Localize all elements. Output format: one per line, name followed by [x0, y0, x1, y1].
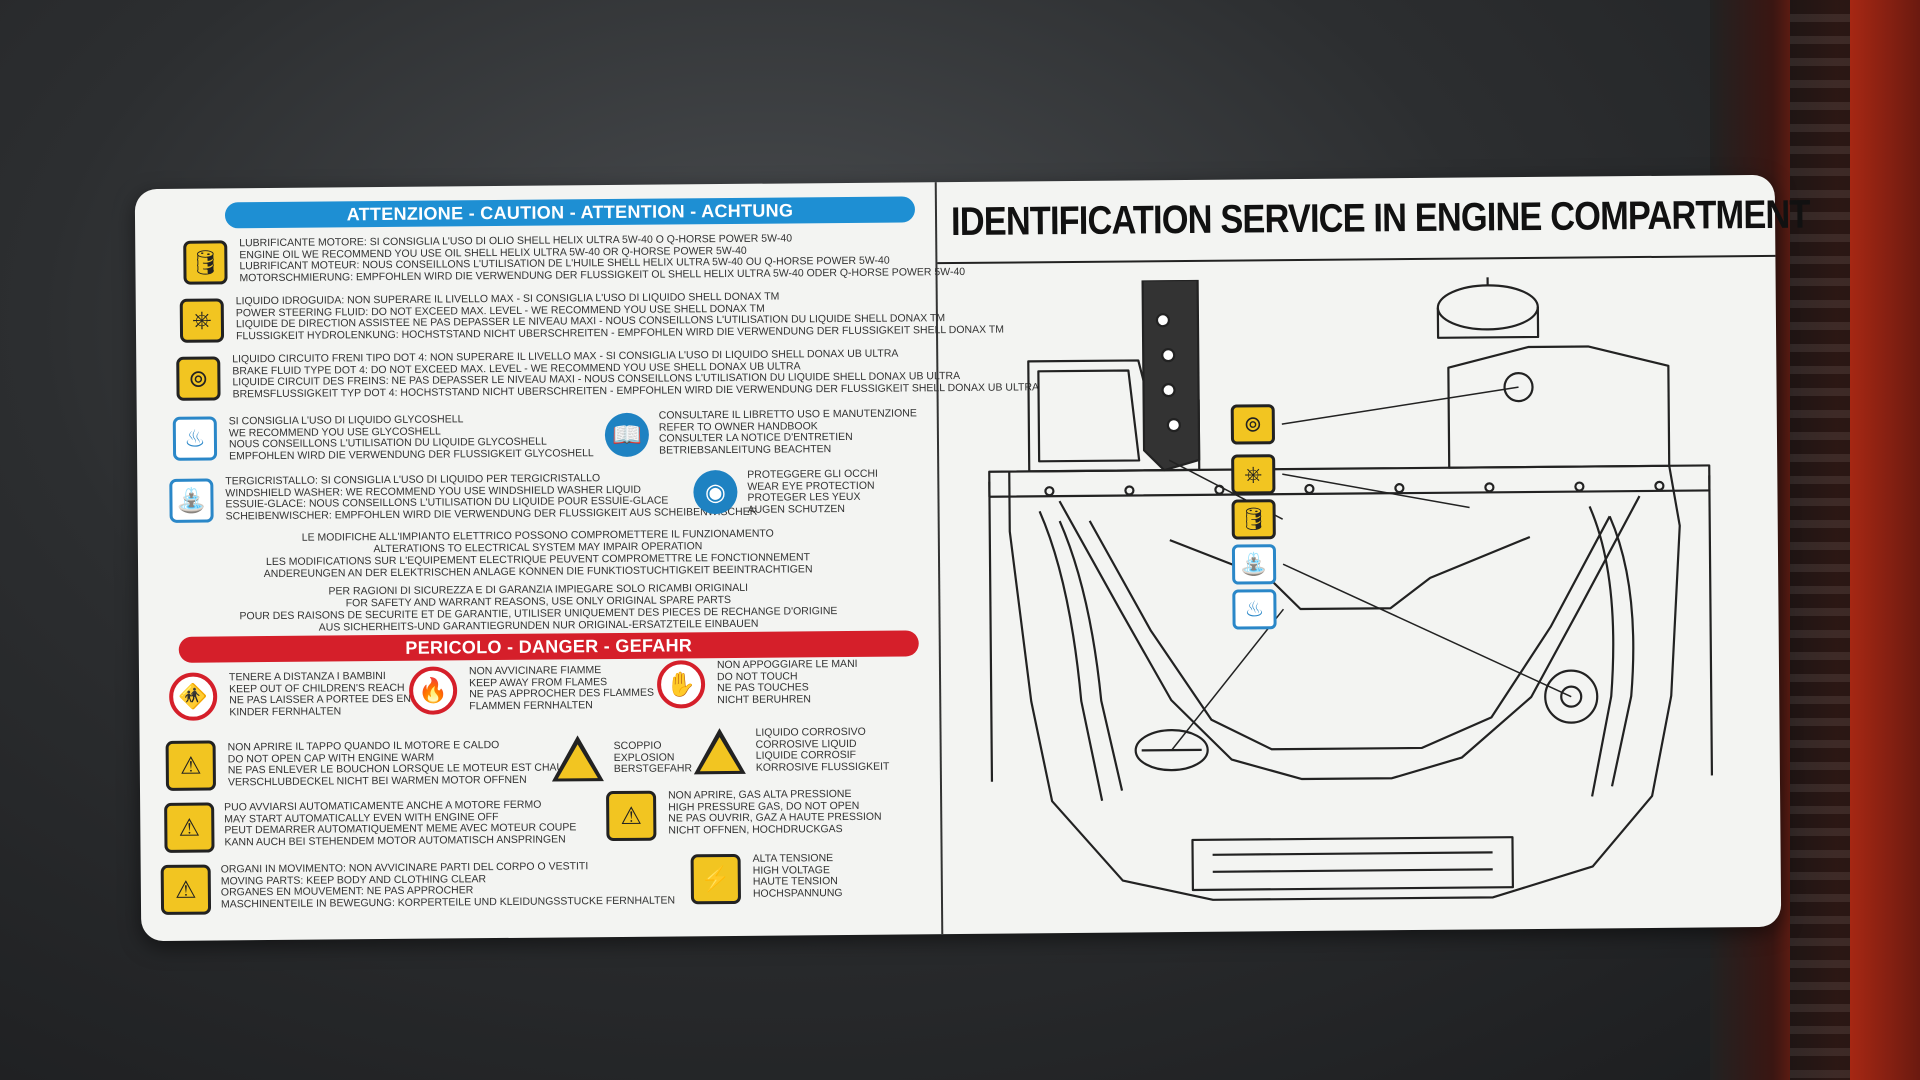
handbook-text: CONSULTARE IL LIBRETTO USO E MANUTENZION… [658, 407, 917, 457]
explosion-icon [551, 735, 604, 782]
text-line: NICHT BERUHREN [717, 692, 812, 706]
eye-protection-text: PROTEGGERE GLI OCCHI WEAR EYE PROTECTION… [747, 468, 878, 516]
high-voltage-icon: ⚡ [690, 853, 742, 905]
brake-fluid-icon: ⊚ [176, 356, 221, 401]
oil-text: LUBRIFICANTE MOTORE: SI CONSIGLIA L'USO … [239, 232, 965, 284]
coolant-icon: ♨ [1232, 589, 1277, 630]
no-hands-icon: ✋ [656, 660, 706, 709]
explosion-text: SCOPPIO EXPLOSION BERSTGEFAHR [614, 740, 692, 775]
brake-fluid-icon: ⊚ [1230, 404, 1276, 445]
text-line: KORROSIVE FLUSSIGKEIT [755, 760, 890, 774]
eye-protection-icon: ◉ [693, 469, 738, 515]
coolant-icon: ♨ [172, 416, 218, 461]
spare-parts-notice: PER RAGIONI DI SICUREZZA E DI GARANZIA I… [158, 580, 918, 635]
text-line: KANN AUCH BEI STEHENDEM MOTOR AUTOMATISC… [224, 832, 566, 848]
high-pressure-text: NON APRIRE, GAS ALTA PRESSIONE HIGH PRES… [668, 788, 882, 837]
engine-service-label: ATTENZIONE - CAUTION - ATTENTION - ACHTU… [134, 174, 1810, 942]
handbook-icon: 📖 [604, 412, 650, 458]
text-line: HOCHSPANNUNG [752, 886, 843, 900]
text-line: AUGEN SCHUTZEN [747, 502, 846, 516]
flames-text: NON AVVICINARE FIAMME KEEP AWAY FROM FLA… [469, 664, 654, 713]
text-line: VERSCHLUBDECKEL NICHT BEI WARMEN MOTOR O… [227, 773, 527, 788]
coolant-text: SI CONSIGLIA L'USO DI LIQUIDO GLYCOSHELL… [229, 413, 594, 462]
brake-fluid-text: LIQUIDO CIRCUITO FRENI TIPO DOT 4: NON S… [232, 347, 1039, 400]
hands-text: NON APPOGGIARE LE MANI DO NOT TOUCH NE P… [717, 658, 858, 706]
corrosive-icon [693, 727, 746, 775]
high-pressure-gas-icon: ⚠ [606, 790, 657, 842]
oil-can-icon: 🛢 [183, 240, 228, 285]
text-line: KINDER FERNHALTEN [229, 704, 342, 718]
text-line: EMPFOHLEN WIRD DIE VERWENDUNG DER FLUSSI… [229, 446, 594, 462]
washer-fluid-text: TERGICRISTALLO: SI CONSIGLIA L'USO DI LI… [225, 472, 757, 523]
no-flames-icon: 🔥 [408, 666, 458, 715]
caution-header: ATTENZIONE - CAUTION - ATTENTION - ACHTU… [224, 196, 916, 229]
engine-bay-diagram [988, 275, 1714, 901]
power-steering-text: LIQUIDO IDROGUIDA: NON SUPERARE IL LIVEL… [236, 290, 1004, 343]
text-line: BETRIEBSANLEITUNG BEACHTEN [658, 442, 832, 457]
oil-can-icon: 🛢 [1231, 499, 1276, 540]
hot-cap-icon: ⚠ [165, 740, 217, 791]
electrical-notice: LE MODIFICHE ALL'IMPIANTO ELETTRICO POSS… [158, 526, 918, 581]
hot-cap-text: NON APRIRE IL TAPPO QUANDO IL MOTORE E C… [228, 739, 572, 788]
diagram-panel: IDENTIFICATION SERVICE IN ENGINE COMPART… [937, 175, 1810, 934]
high-voltage-text: ALTA TENSIONE HIGH VOLTAGE HAUTE TENSION… [752, 852, 843, 900]
text-line: BERSTGEFAHR [613, 762, 693, 776]
seat-strap [1790, 0, 1850, 1080]
washer-fluid-icon: ⛲ [169, 478, 214, 523]
moving-parts-text: ORGANI IN MOVIMENTO: NON AVVICINARE PART… [221, 860, 675, 910]
moving-parts-icon: ⚠ [160, 864, 212, 915]
text-line: FLAMMEN FERNHALTEN [469, 698, 593, 712]
auto-start-icon: ⚠ [164, 802, 215, 853]
steering-wheel-icon: ⎈ [1231, 454, 1276, 495]
steering-wheel-icon: ⎈ [179, 298, 225, 343]
no-children-icon: 🚸 [168, 672, 218, 721]
washer-fluid-icon: ⛲ [1231, 544, 1277, 585]
auto-start-text: PUO AVVIARSI AUTOMATICAMENTE ANCHE A MOT… [224, 799, 576, 848]
warnings-panel: ATTENZIONE - CAUTION - ATTENTION - ACHTU… [135, 182, 1039, 941]
corrosive-text: LIQUIDO CORROSIVO CORROSIVE LIQUID LIQUI… [755, 726, 890, 774]
title-underline [937, 254, 1776, 265]
diagram-title: IDENTIFICATION SERVICE IN ENGINE COMPART… [950, 192, 1810, 245]
text-line: MASCHINENTEILE IN BEWEGUNG: KORPERTEILE … [220, 893, 676, 910]
text-line: NICHT OFFNEN, HOCHDRUCKGAS [668, 822, 843, 837]
